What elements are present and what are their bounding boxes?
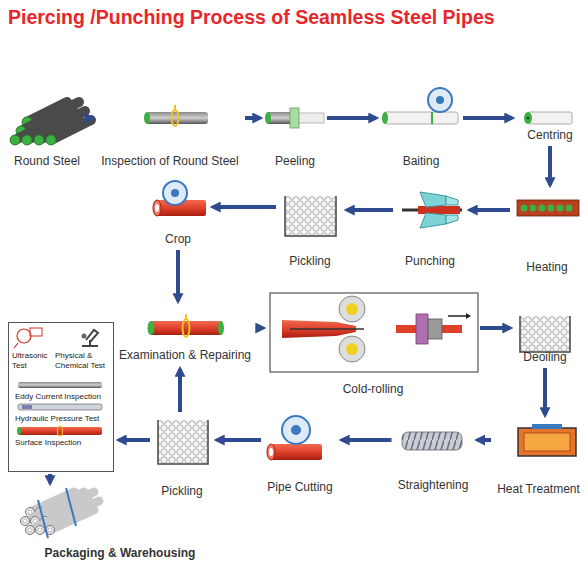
test-label: Eddy Current Inspection — [15, 392, 113, 402]
step-label: Cold-rolling — [343, 382, 404, 396]
test-label: Ultrasonic Test — [12, 351, 54, 370]
process-step: Round Steel — [10, 92, 85, 170]
steel-pile — [10, 102, 91, 145]
process-step: Inspection of Round Steel — [97, 100, 243, 170]
crop-saw — [153, 181, 206, 216]
test-label: Hydraulic Pressure Test — [15, 414, 113, 424]
diagram-title: Piercing /Punching Process of Seamless S… — [8, 6, 495, 29]
process-step: Peeling — [265, 100, 325, 170]
pickling-tank — [285, 196, 336, 236]
saw-bar — [382, 88, 458, 124]
step-label: Punching — [405, 254, 455, 268]
cold-rolling-mill — [270, 293, 478, 372]
piercing-mill — [402, 192, 462, 228]
step-label: Round Steel — [14, 154, 80, 168]
straightening-rolls — [402, 432, 462, 450]
process-step: Pipe Cutting — [263, 404, 337, 496]
process-step: Straightening — [394, 420, 473, 494]
heated-bar — [517, 200, 579, 216]
flow-arrow — [470, 208, 510, 212]
centring-bar — [524, 112, 572, 124]
step-label: Pipe Cutting — [267, 480, 332, 494]
step-label: Pickling — [161, 484, 202, 498]
flow-arrow — [176, 250, 180, 301]
flow-arrow — [178, 369, 182, 412]
step-label: Straightening — [398, 478, 469, 492]
process-step: Pickling — [278, 190, 342, 270]
flow-arrow — [213, 205, 276, 209]
process-step: Heat Treatment — [493, 420, 584, 498]
flow-arrow — [347, 208, 393, 212]
pickling-tank — [158, 420, 208, 464]
flow-arrow — [258, 326, 264, 330]
step-label: Deoiling — [523, 350, 566, 364]
process-step: Packaging & Warehousing — [25, 488, 215, 562]
step-label: Peeling — [275, 154, 315, 168]
process-step: Baiting — [381, 86, 461, 170]
step-label: Packaging & Warehousing — [45, 546, 196, 560]
step-label: Pickling — [289, 254, 330, 268]
step-label: Heat Treatment — [497, 482, 580, 496]
peeling-bar — [265, 108, 324, 128]
inspection-panel: Ultrasonic TestPhysical & Chemical TestE… — [8, 322, 114, 472]
flow-arrow — [543, 368, 547, 415]
flow-arrow — [342, 438, 392, 442]
flow-arrow — [48, 474, 52, 483]
test-label: Surface Inspection — [15, 438, 113, 448]
process-step: Centring — [517, 102, 583, 144]
flow-arrow — [480, 326, 510, 330]
process-step: Heating — [512, 190, 582, 276]
process-step: Crop — [148, 178, 208, 248]
flow-arrow — [245, 116, 260, 120]
flow-arrow — [548, 146, 552, 185]
flow-arrow — [217, 438, 261, 442]
steel-bar — [144, 105, 208, 126]
pipe-bundle — [21, 488, 100, 538]
step-label: Inspection of Round Steel — [101, 154, 238, 168]
process-step: Examination & Repairing — [115, 306, 256, 364]
step-label: Examination & Repairing — [119, 348, 251, 362]
test-label: Physical & Chemical Test — [55, 351, 113, 370]
flow-arrow — [327, 116, 376, 120]
flow-arrow — [87, 116, 93, 120]
deoiling-tank — [520, 316, 570, 352]
process-step: Cold-rolling — [268, 290, 478, 398]
cutting-saw — [267, 416, 322, 460]
flow-arrow — [463, 116, 512, 120]
flow-arrow — [119, 438, 150, 442]
step-label: Heating — [526, 260, 567, 274]
step-label: Centring — [527, 128, 572, 142]
furnace — [518, 424, 576, 456]
process-step: Deoiling — [515, 312, 575, 366]
process-step: Pickling — [152, 414, 212, 500]
red-pipe — [148, 314, 225, 337]
flow-arrow — [478, 438, 492, 442]
step-label: Baiting — [403, 154, 440, 168]
step-label: Crop — [165, 232, 191, 246]
process-step: Punching — [395, 186, 465, 270]
